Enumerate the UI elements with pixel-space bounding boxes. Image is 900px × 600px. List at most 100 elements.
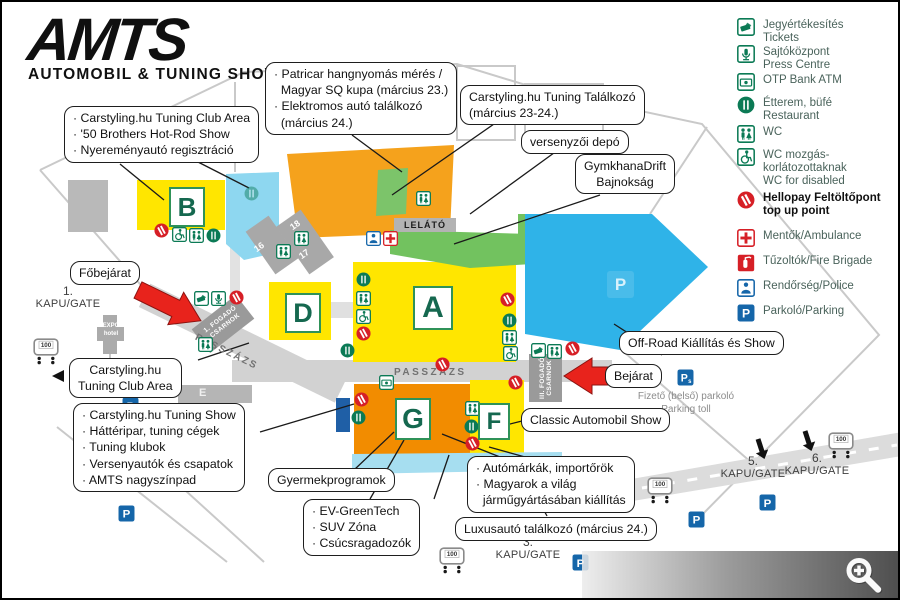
- svg-text:100: 100: [41, 342, 52, 349]
- parking-icon: P: [688, 511, 705, 528]
- restaurant-icon: [244, 186, 259, 201]
- outdoor-orange-area: [287, 145, 454, 238]
- reception-hall-3-building: [529, 354, 562, 402]
- atm-icon: [378, 374, 394, 390]
- svg-text:s: s: [688, 379, 692, 385]
- gate-3-label: 3.KAPU/GATE: [495, 535, 561, 561]
- ambulance-icon: [382, 230, 398, 246]
- magnifier-plus-icon: [846, 558, 882, 593]
- parking-icon: P: [118, 505, 135, 522]
- hall-a-letter: A: [413, 286, 453, 330]
- wc-icon: [197, 336, 213, 352]
- gate-1-label: 1.KAPU/GATE: [35, 284, 101, 310]
- logo-subtitle: AUTOMOBIL & TUNING SHOW: [28, 66, 281, 83]
- hellopay-icon: [464, 435, 480, 451]
- zoom-in-button[interactable]: [842, 555, 886, 597]
- wc-icon: [415, 190, 431, 206]
- building-e: [178, 385, 252, 403]
- grandstand-label: LELÁTÓ: [404, 220, 446, 230]
- press-icon: [210, 290, 226, 306]
- hall-f-letter: F: [478, 403, 510, 440]
- callout-gyermek: Gyermekprogramok: [268, 468, 395, 493]
- parking-icon: P: [759, 494, 776, 511]
- legend-item-label: Parkoló/Parking: [763, 305, 845, 317]
- restaurant-icon: [351, 410, 366, 425]
- hellopay-icon: [737, 191, 755, 209]
- svg-text:100: 100: [655, 481, 666, 488]
- small-road: [230, 230, 240, 304]
- hellopay-icon: [153, 222, 169, 238]
- callout-club-area-top: · Carstyling.hu Tuning Club Area· '50 Br…: [64, 106, 260, 163]
- hall-d-letter: D: [285, 293, 321, 333]
- stage-block: [336, 398, 350, 432]
- police-icon: [365, 230, 381, 246]
- police-icon: [737, 279, 755, 297]
- wc-disabled-icon: [171, 226, 187, 242]
- paid-parking-label: Fizető (belső) parkoló Parking toll: [637, 391, 735, 415]
- callout-offroad: Off-Road Kiállítás és Show: [619, 331, 784, 356]
- svg-text:100: 100: [447, 551, 458, 558]
- svg-text:P: P: [692, 514, 700, 526]
- press-icon: [737, 45, 755, 63]
- callout-classic: Classic Automobil Show: [521, 408, 671, 433]
- wc-disabled-icon: [355, 308, 371, 324]
- hellopay-icon: [355, 325, 371, 341]
- legend-item-atm: OTP Bank ATM: [737, 73, 842, 91]
- expo-hotel-building: [97, 315, 124, 354]
- bus-icon: 100: [439, 546, 465, 574]
- hellopay-icon: [353, 391, 369, 407]
- gate-arrows: [755, 430, 816, 459]
- main-entrance-arrow: [133, 281, 202, 326]
- parking-icon: P: [737, 304, 755, 322]
- lake-parking-watermark: P: [607, 271, 634, 298]
- wc-disabled-icon: [502, 345, 518, 361]
- callout-tuning-show-list: · Carstyling.hu Tuning Show· Háttéripar,…: [73, 403, 245, 493]
- wc-icon: [188, 227, 204, 243]
- expo-hotel-label: EXPO hotel: [102, 323, 120, 337]
- wc-icon: [501, 329, 517, 345]
- callout-tuning-talalkozo: Carstyling.hu Tuning Találkozó(március 2…: [460, 85, 645, 126]
- wc-icon: [737, 125, 755, 143]
- restaurant-icon: [502, 313, 517, 328]
- hall-g-letter: G: [395, 398, 431, 440]
- gray-building: [68, 180, 108, 232]
- wc-icon: [355, 290, 371, 306]
- tickets-icon: [193, 290, 209, 306]
- hall-connector: [331, 302, 353, 318]
- wc-icon: [464, 400, 480, 416]
- restaurant-icon: [356, 272, 371, 287]
- callout-luxusauto: Luxusautó találkozó (március 24.): [455, 517, 657, 542]
- callout-fobejarat: Főbejárat: [70, 261, 140, 286]
- legend-item-parking: P Parkoló/Parking: [737, 304, 844, 322]
- atm-icon: [737, 73, 755, 91]
- ambulance-icon: [737, 229, 755, 247]
- southeast-road: [614, 432, 898, 502]
- hellopay-icon: [507, 374, 523, 390]
- tickets-icon: [737, 18, 755, 36]
- reception-hall-3-label: III. FOGADÓ CSARNOK: [538, 357, 553, 399]
- svg-text:P: P: [576, 557, 584, 569]
- hellopay-icon: [228, 289, 244, 305]
- building-e-label: E: [199, 387, 207, 399]
- svg-text:100: 100: [836, 436, 847, 443]
- bus-icon: 100: [647, 476, 673, 504]
- wc-icon: [275, 243, 291, 259]
- legend-item-label: Rendőrség/Police: [763, 280, 854, 292]
- restaurant-icon: [737, 96, 755, 114]
- event-logo: AMTS AUTOMOBIL & TUNING SHOW: [25, 6, 281, 84]
- svg-text:P: P: [680, 372, 687, 384]
- callout-patricar: · Patricar hangnyomás mérés / Magyar SQ …: [265, 62, 458, 135]
- gate-6-label: 6.KAPU/GATE: [784, 451, 850, 477]
- restaurant-icon: [206, 228, 221, 243]
- hellopay-icon: [434, 356, 450, 372]
- restaurant-icon: [464, 419, 479, 434]
